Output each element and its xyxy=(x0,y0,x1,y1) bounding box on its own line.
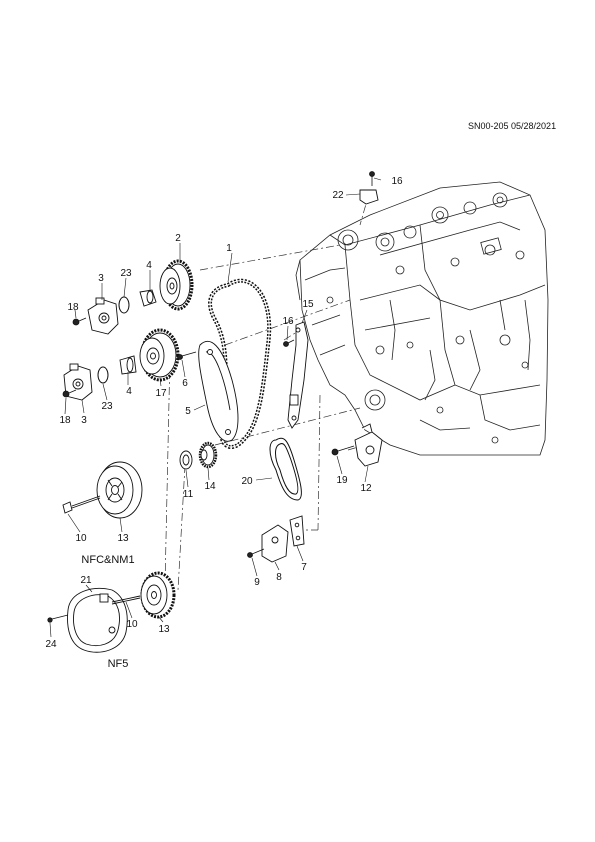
callout-14: 14 xyxy=(204,481,216,492)
tensioner-rail xyxy=(287,321,309,429)
callout-18-lower: 18 xyxy=(59,415,71,426)
callout-11: 11 xyxy=(183,489,194,500)
engine-block xyxy=(295,181,549,456)
callout-20: 20 xyxy=(241,476,253,487)
crank-sprocket xyxy=(198,441,218,469)
callout-10-upper: 10 xyxy=(75,533,87,544)
callout-16-lower: 16 xyxy=(282,316,294,327)
tensioner-bracket xyxy=(289,515,305,547)
chain-guide xyxy=(198,340,239,442)
callout-12: 12 xyxy=(360,483,372,494)
front-cover xyxy=(67,588,128,653)
callout-labels: 1 2 3 23 4 18 15 16 16 22 6 17 5 4 23 3 … xyxy=(45,176,403,650)
variant-label-lower: NF5 xyxy=(108,658,129,670)
callout-23-lower: 23 xyxy=(101,401,113,412)
callout-23-upper: 23 xyxy=(120,268,132,279)
callout-10-lower: 10 xyxy=(126,619,138,630)
callout-3-upper: 3 xyxy=(98,273,104,284)
crank-pulley-upper xyxy=(96,461,143,519)
callout-9: 9 xyxy=(254,577,260,588)
chain-tensioner xyxy=(261,524,289,563)
leader-lines xyxy=(164,189,376,591)
pulley-bolt-lower xyxy=(111,595,141,605)
vvt-actuator-upper xyxy=(87,297,119,335)
camshaft-sprocket-upper xyxy=(159,259,194,311)
callout-19: 19 xyxy=(336,475,348,486)
sensor-bolt xyxy=(331,445,355,456)
callout-16-upper: 16 xyxy=(391,176,403,187)
callout-1: 1 xyxy=(226,243,232,254)
pulley-bolt-upper xyxy=(62,495,101,514)
callout-3-lower: 3 xyxy=(81,415,87,426)
callout-7: 7 xyxy=(301,562,307,573)
small-bolts xyxy=(62,171,375,398)
callout-6: 6 xyxy=(182,378,188,389)
crank-spacer xyxy=(179,450,193,470)
cover-bolt xyxy=(47,614,69,623)
accessory-belt xyxy=(269,437,302,501)
callout-21: 21 xyxy=(80,575,92,586)
bracket xyxy=(359,189,379,205)
callout-24: 24 xyxy=(45,639,57,650)
callout-15: 15 xyxy=(302,299,314,310)
crank-pulley-lower xyxy=(140,571,176,619)
callout-22: 22 xyxy=(332,190,344,201)
callout-5: 5 xyxy=(185,406,191,417)
callout-leaders xyxy=(49,177,382,638)
callout-2: 2 xyxy=(175,233,181,244)
camshaft-sprocket-lower xyxy=(139,328,180,382)
camshaft-adapters xyxy=(119,289,157,375)
callout-13-upper: 13 xyxy=(117,533,129,544)
callout-17: 17 xyxy=(155,388,167,399)
callout-8: 8 xyxy=(276,572,282,583)
callout-13-lower: 13 xyxy=(158,624,170,635)
timing-chain xyxy=(208,278,272,449)
callout-4-lower: 4 xyxy=(126,386,132,397)
callout-18-upper: 18 xyxy=(67,302,79,313)
variant-label-upper: NFC&NM1 xyxy=(81,554,134,566)
diagram-reference: SN00-205 05/28/2021 xyxy=(468,121,557,131)
tensioner-bolt xyxy=(247,548,265,558)
callout-4-upper: 4 xyxy=(146,260,152,271)
sensor-assembly xyxy=(354,423,383,467)
